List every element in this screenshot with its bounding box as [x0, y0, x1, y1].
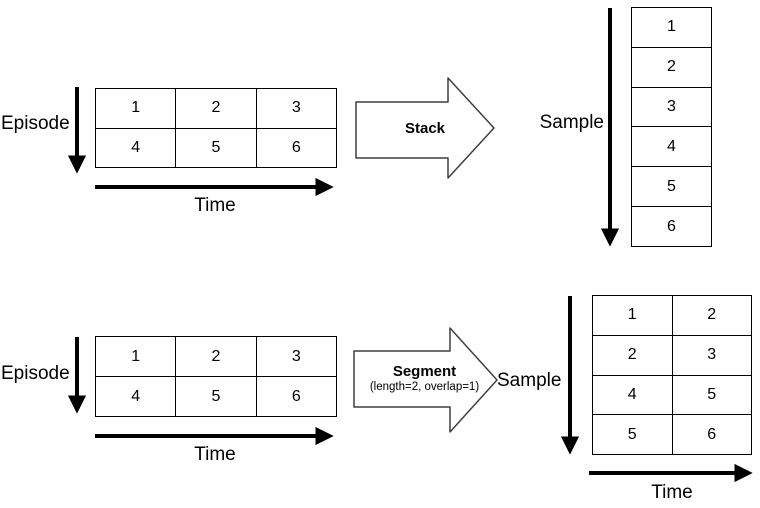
table-cell: 1: [96, 337, 177, 376]
table-cell: 2: [176, 89, 257, 128]
table-cell: 2: [707, 306, 717, 324]
bottom-sample-axis-label: Sample: [497, 370, 562, 391]
segment-operation-params: (length=2, overlap=1): [369, 381, 480, 393]
segment-operation-name: Segment: [392, 363, 457, 380]
table-cell: 6: [291, 138, 301, 156]
table-cell: 3: [667, 98, 676, 116]
table-cell: 2: [667, 58, 676, 76]
table-cell: 4: [96, 377, 177, 416]
table-cell: 5: [176, 128, 257, 167]
table-row: 5: [632, 167, 711, 208]
table-cell: 1: [96, 89, 177, 128]
top-time-axis-label: Time: [194, 195, 236, 216]
table-cell: 2: [176, 337, 257, 376]
table-cell: 2: [593, 335, 673, 375]
table-cell: 3: [707, 346, 717, 364]
top-sample-table: 1 2 3 4 5 6: [631, 7, 712, 247]
bottom-episode-axis-label: Episode: [1, 363, 70, 384]
segment-block-arrow: [353, 327, 498, 433]
top-episode-axis-label: Episode: [1, 113, 70, 134]
table-cell: 3: [291, 347, 301, 365]
table-cell: 5: [707, 385, 717, 403]
stack-operation-name: Stack: [404, 120, 446, 137]
segment-operation-label: Segment (length=2, overlap=1): [352, 363, 497, 394]
table-cell: 6: [291, 387, 301, 405]
table-cell: 4: [96, 128, 177, 167]
table-row: 1: [632, 8, 711, 48]
table-row: 6: [632, 207, 711, 246]
table-cell: 6: [667, 217, 676, 235]
bottom-time-axis-label: Time: [194, 444, 236, 465]
table-cell: 6: [707, 425, 717, 443]
table-cell: 1: [593, 296, 673, 335]
top-sample-axis-label: Sample: [539, 112, 604, 133]
table-cell: 4: [667, 137, 676, 155]
table-cell: 5: [667, 177, 676, 195]
stack-block-arrow: [355, 77, 495, 179]
table-cell: 3: [291, 99, 301, 117]
table-cell: 5: [176, 377, 257, 416]
table-cell: 4: [593, 375, 673, 415]
table-row: 4: [632, 127, 711, 168]
table-row: 2: [632, 48, 711, 88]
stack-operation-label: Stack: [356, 120, 494, 137]
table-cell: 5: [593, 415, 673, 454]
table-row: 3: [632, 88, 711, 128]
bottom-sample-time-axis-label: Time: [651, 482, 693, 503]
table-cell: 1: [667, 18, 676, 36]
